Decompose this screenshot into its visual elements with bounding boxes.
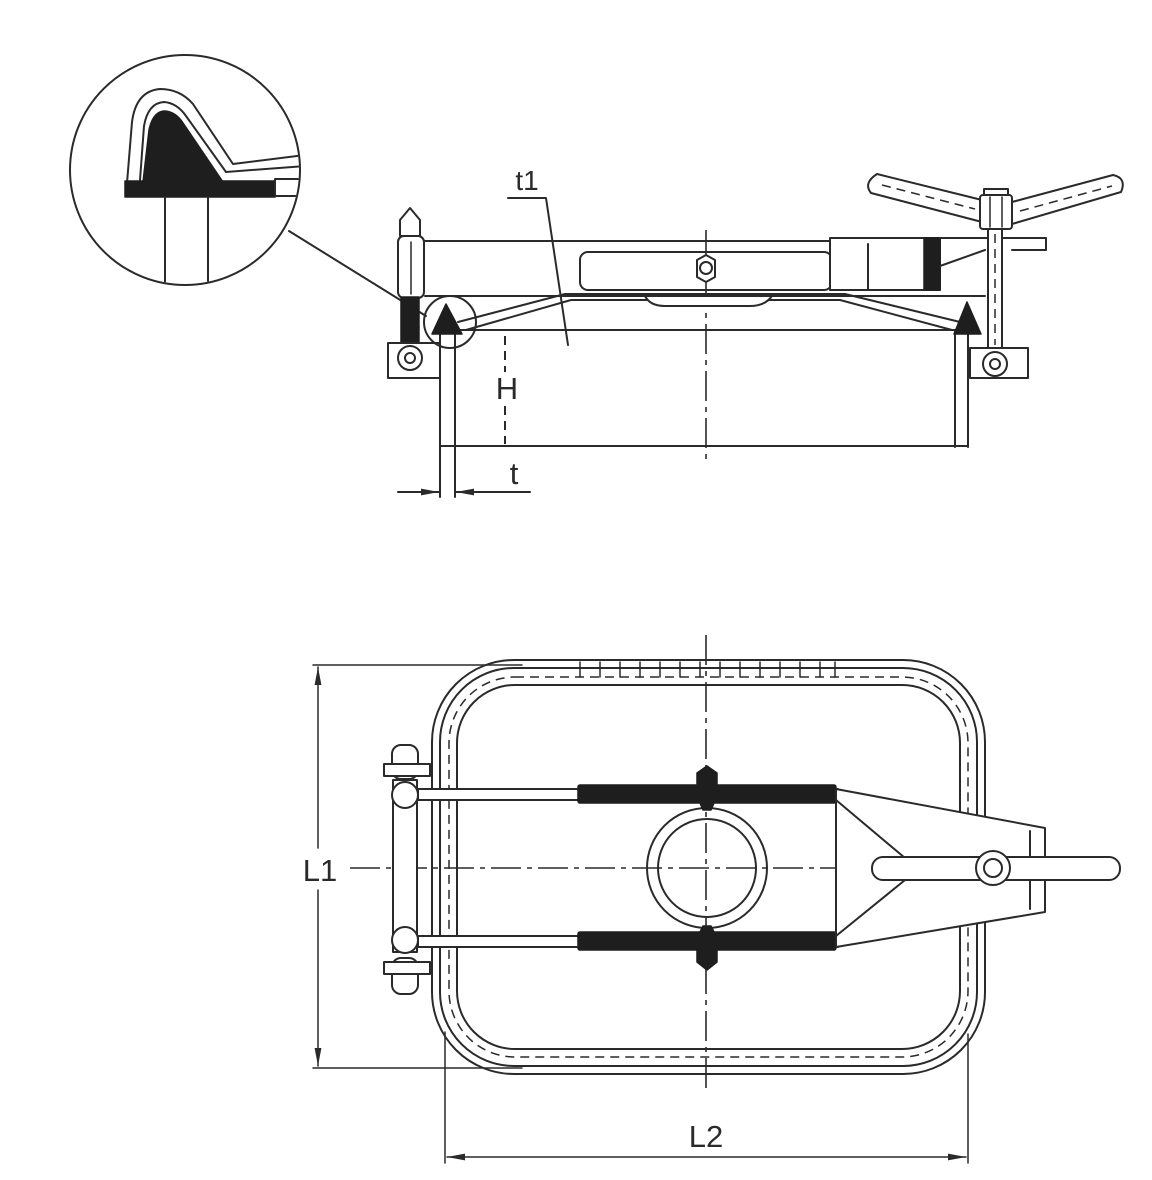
clamp-arm-inner-lower — [835, 879, 906, 937]
seal-section-right — [953, 301, 982, 335]
cover-dish-upper — [457, 293, 961, 323]
wing-nut-left-wing — [867, 173, 983, 223]
hinge-pin-thread — [400, 296, 420, 344]
center-nut — [696, 254, 716, 283]
hinge-pivot-outer — [397, 345, 423, 371]
handle-pivot-inner — [983, 858, 1003, 878]
wing-nut-right-wing — [1011, 174, 1124, 225]
clamp-pivot-inner — [989, 358, 1001, 370]
plan-view: L1 L2 — [303, 635, 1121, 1164]
detail-content — [124, 88, 299, 284]
seal-gasket — [142, 110, 224, 183]
upper-crossbar-clamp — [577, 784, 837, 804]
hinge-pivot-upper — [391, 781, 419, 809]
detail-callout-circle — [423, 295, 477, 349]
handle-block — [829, 237, 941, 291]
hinge-bracket-lower — [383, 961, 431, 975]
cover-edge-profile-inner — [139, 101, 299, 181]
l1-label: L1 — [303, 853, 337, 888]
hinge-pivot-inner — [404, 352, 416, 364]
upper-clamp-nut — [696, 765, 718, 785]
hinge-pivot-lower — [391, 926, 419, 954]
wing-nut-hub — [979, 194, 1013, 230]
center-bolt — [699, 261, 713, 275]
handle-arm-brace — [939, 249, 986, 267]
side-elevation-view: t1 H t — [387, 165, 1124, 498]
t1-leader-line — [507, 197, 569, 346]
frame-outline-dashed — [448, 676, 969, 1058]
seal-section-left — [431, 303, 463, 335]
frame-clamp-ticks — [579, 661, 836, 678]
handle-pivot-outer — [975, 850, 1011, 886]
clamp-pivot-outer — [982, 351, 1008, 377]
t1-label: t1 — [515, 165, 538, 196]
handle-block-pad — [923, 237, 941, 291]
seal-base-band — [124, 180, 276, 198]
lower-clamp-nut-upper-tab — [699, 925, 715, 933]
seal-detail-view — [69, 54, 427, 317]
cover-edge-profile-outer — [126, 88, 299, 184]
upper-clamp-nut-lower-tab — [699, 802, 715, 811]
lower-clamp-nut — [696, 949, 718, 971]
l2-label: L2 — [689, 1119, 723, 1154]
hinge-top-nut — [399, 207, 421, 237]
hinge-bracket-upper — [383, 763, 431, 777]
center-ring-inner — [657, 818, 757, 918]
clamp-arm-inner-upper — [835, 799, 906, 859]
cover-center-boss — [644, 295, 773, 307]
t-label: t — [510, 456, 519, 491]
seal-notch — [274, 178, 299, 197]
lower-crossbar-clamp — [577, 931, 837, 951]
wing-left-centerline — [881, 184, 976, 210]
wing-right-centerline — [1019, 185, 1113, 212]
h-label: H — [496, 371, 518, 406]
